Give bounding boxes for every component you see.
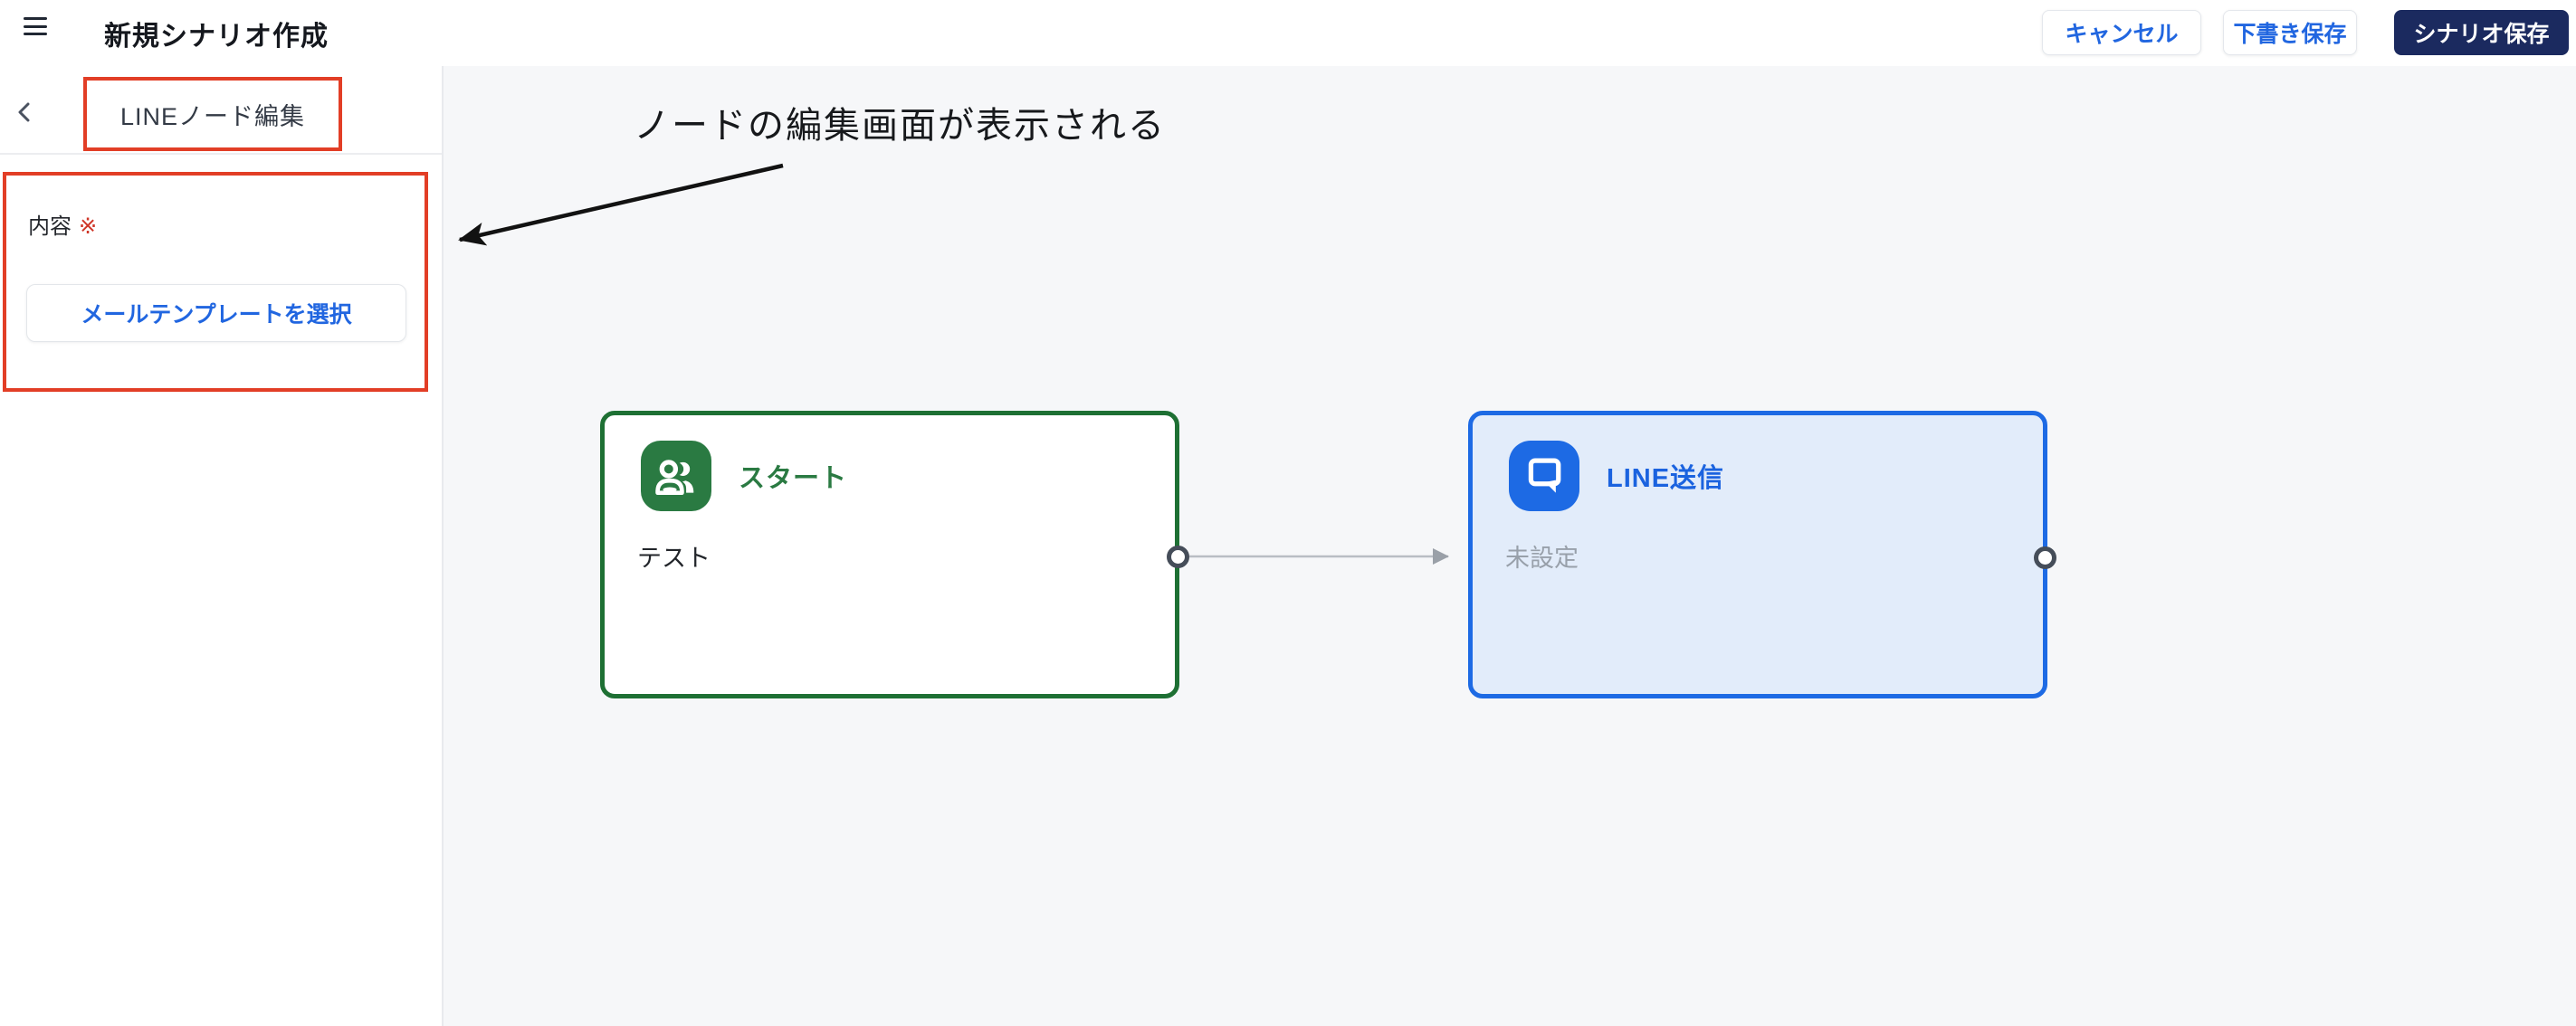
panel-title: LINEノード編集 <box>119 102 306 130</box>
save-scenario-button[interactable]: シナリオ保存 <box>2394 10 2569 55</box>
node-line-send[interactable]: LINE送信 未設定 <box>1468 411 2047 698</box>
node-start-title: スタート <box>739 464 848 493</box>
cancel-button[interactable]: キャンセル <box>2042 10 2201 55</box>
page-title: 新規シナリオ作成 <box>104 21 329 52</box>
topbar-actions: キャンセル 下書き保存 シナリオ保存 <box>2042 10 2569 55</box>
node-line-send-title: LINE送信 <box>1607 464 1725 493</box>
node-line-send-header: LINE送信 <box>1509 441 1724 511</box>
node-start-subtitle: テスト <box>637 545 711 572</box>
content-field-label: 内容 ※ <box>28 208 97 240</box>
node-start[interactable]: スタート テスト <box>600 411 1179 698</box>
sidebar-header-divider <box>0 153 442 155</box>
annotation-text: ノードの編集画面が表示される <box>634 106 1166 146</box>
panel-title-highlight-box: LINEノード編集 <box>83 77 342 151</box>
node-start-header: スタート <box>641 441 847 511</box>
save-draft-button[interactable]: 下書き保存 <box>2223 10 2357 55</box>
required-mark: ※ <box>79 214 98 239</box>
select-template-button[interactable]: メールテンプレートを選択 <box>26 284 406 342</box>
group-icon <box>641 441 711 511</box>
hamburger-menu-icon[interactable] <box>24 17 47 35</box>
back-chevron-icon[interactable] <box>13 100 36 124</box>
content-section-highlight-box: 内容 ※ メールテンプレートを選択 <box>3 172 428 392</box>
node-start-output-handle[interactable] <box>1167 546 1189 568</box>
node-line-send-subtitle: 未設定 <box>1505 545 1579 572</box>
node-edit-sidebar: LINEノード編集 内容 ※ メールテンプレートを選択 <box>0 66 444 1026</box>
topbar: 新規シナリオ作成 キャンセル 下書き保存 シナリオ保存 <box>0 0 2576 66</box>
node-line-send-output-handle[interactable] <box>2034 546 2056 569</box>
chat-bubble-icon <box>1509 441 1579 511</box>
content-label: 内容 <box>28 214 72 239</box>
